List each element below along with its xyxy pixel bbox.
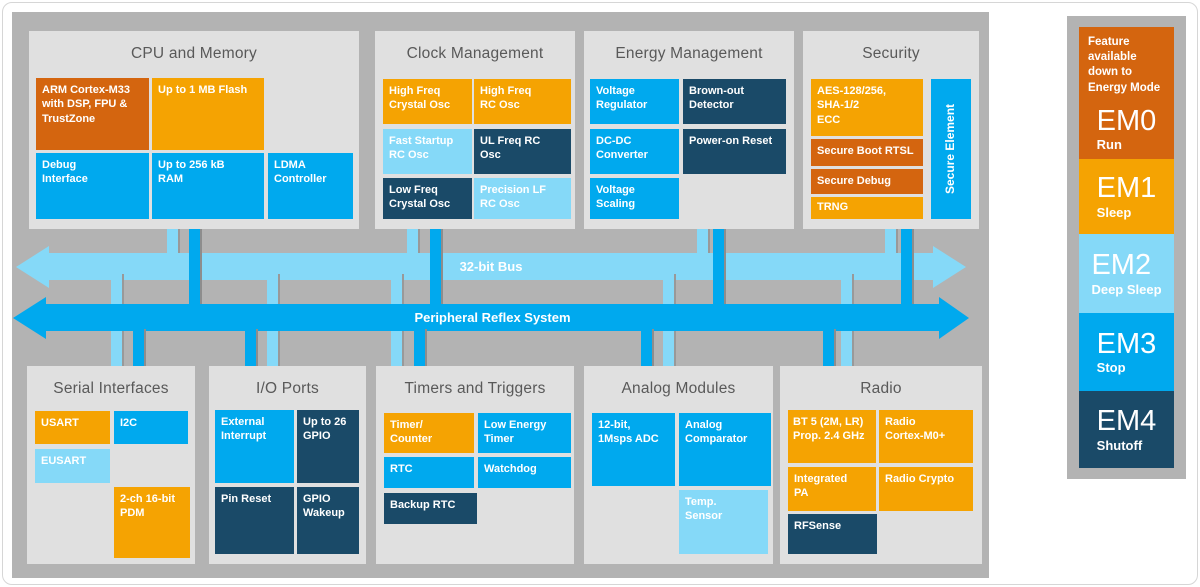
- block-flash: Up to 1 MB Flash: [152, 78, 264, 150]
- section-title: Timers and Triggers: [404, 380, 546, 397]
- block-i2c: I2C: [114, 411, 188, 444]
- block-secure-debug: Secure Debug: [811, 169, 923, 194]
- bus-peripheral-reflex-system: Peripheral Reflex System: [46, 304, 939, 331]
- section-security: Security AES-128/256, SHA-1/2 ECC Secure…: [803, 31, 979, 229]
- block-ram: Up to 256 kB RAM: [152, 153, 264, 219]
- section-io-ports: I/O Ports External Interrupt Up to 26 GP…: [209, 366, 366, 564]
- energy-mode-legend-panel: Feature available down to Energy Mode EM…: [1067, 16, 1186, 479]
- prs-right-arrowhead: [939, 297, 969, 339]
- section-title: Serial Interfaces: [53, 380, 169, 397]
- block-hf-crystal-osc: High Freq Crystal Osc: [383, 79, 472, 124]
- block-ul-freq-rc-osc: UL Freq RC Osc: [474, 129, 571, 174]
- bus-connector-bar: [430, 229, 441, 317]
- block-ldma-controller: LDMA Controller: [268, 153, 353, 219]
- section-title: Clock Management: [406, 45, 544, 62]
- block-trng: TRNG: [811, 197, 923, 219]
- block-precision-lf-rc-osc: Precision LF RC Osc: [474, 178, 571, 219]
- block-eusart: EUSART: [35, 449, 110, 483]
- block-bt5: BT 5 (2M, LR) Prop. 2.4 GHz: [788, 410, 876, 463]
- legend-em0-label: Run: [1096, 137, 1122, 153]
- legend-em3: EM3 Stop: [1079, 313, 1174, 391]
- block-radio-cortex-m0: Radio Cortex-M0+: [879, 410, 973, 463]
- bus-connector-bar: [823, 329, 834, 366]
- legend-em2: EM2 Deep Sleep: [1079, 234, 1174, 313]
- section-title: Energy Management: [615, 45, 763, 62]
- legend-em1-name: EM1: [1096, 172, 1157, 205]
- block-arm-cortex-m33: ARM Cortex-M33 with DSP, FPU & TrustZone: [36, 78, 149, 150]
- section-title: I/O Ports: [256, 380, 319, 397]
- block-secure-element: Secure Element: [931, 79, 971, 219]
- legend-em0-name: EM0: [1096, 104, 1157, 137]
- legend-em4: EM4 Shutoff: [1079, 391, 1174, 468]
- bus-connector-bar: [245, 329, 256, 366]
- legend-em2-name: EM2: [1091, 249, 1152, 282]
- bus-connector-bar: [407, 229, 418, 265]
- section-title: CPU and Memory: [131, 45, 257, 62]
- legend-em4-name: EM4: [1096, 405, 1157, 438]
- block-hf-rc-osc: High Freq RC Osc: [474, 79, 571, 124]
- legend-em1: EM1 Sleep: [1079, 159, 1174, 234]
- legend-em3-name: EM3: [1096, 327, 1157, 360]
- bus-connector-bar: [414, 329, 425, 366]
- legend-header: Feature available down to Energy Mode: [1088, 36, 1161, 94]
- section-title: Analog Modules: [621, 380, 736, 397]
- bus-connector-bar: [697, 229, 708, 265]
- block-fast-startup-rc-osc: Fast Startup RC Osc: [383, 129, 472, 174]
- legend-em4-label: Shutoff: [1096, 437, 1143, 453]
- section-analog-modules: Analog Modules 12-bit, 1Msps ADC Analog …: [584, 366, 773, 564]
- bus32-right-arrowhead: [933, 246, 966, 288]
- block-analog-comparator: Analog Comparator: [679, 413, 771, 486]
- legend-em3-label: Stop: [1096, 360, 1126, 376]
- block-power-on-reset: Power-on Reset: [683, 129, 786, 174]
- block-dcdc-converter: DC-DC Converter: [590, 129, 679, 174]
- block-timer-counter: Timer/ Counter: [384, 413, 474, 453]
- section-title: Radio: [860, 380, 902, 397]
- legend-em2-label: Deep Sleep: [1091, 281, 1162, 297]
- block-secure-boot-rtsl: Secure Boot RTSL: [811, 139, 923, 166]
- block-pin-reset: Pin Reset: [215, 487, 294, 554]
- bus32-left-arrowhead: [16, 246, 49, 288]
- block-usart: USART: [35, 411, 110, 444]
- block-gpio-wakeup: GPIO Wakeup: [297, 487, 359, 554]
- block-rfsense: RFSense: [788, 514, 877, 554]
- section-clock-management: Clock Management High Freq Crystal Osc H…: [375, 31, 575, 229]
- section-cpu-and-memory: CPU and Memory ARM Cortex-M33 with DSP, …: [29, 31, 359, 229]
- block-lf-crystal-osc: Low Freq Crystal Osc: [383, 178, 472, 219]
- block-voltage-scaling: Voltage Scaling: [590, 178, 679, 219]
- block-external-interrupt: External Interrupt: [215, 410, 294, 483]
- block-integrated-pa: Integrated PA: [788, 467, 876, 511]
- section-serial-interfaces: Serial Interfaces USART I2C EUSART 2-ch …: [27, 366, 195, 564]
- block-brown-out-detector: Brown-out Detector: [683, 79, 786, 124]
- block-adc: 12-bit, 1Msps ADC: [592, 413, 675, 486]
- bus-connector-bar: [133, 329, 144, 366]
- bus-connector-bar: [885, 229, 896, 265]
- bus-connector-bar: [641, 329, 652, 366]
- bus-connector-bar: [713, 229, 724, 317]
- block-aes-sha-ecc: AES-128/256, SHA-1/2 ECC: [811, 79, 923, 136]
- block-watchdog: Watchdog: [478, 457, 571, 488]
- block-pdm: 2-ch 16-bit PDM: [114, 487, 190, 558]
- legend-em0: Feature available down to Energy Mode EM…: [1079, 27, 1174, 159]
- section-energy-management: Energy Management Voltage Regulator Brow…: [584, 31, 794, 229]
- section-radio: Radio BT 5 (2M, LR) Prop. 2.4 GHz Radio …: [780, 366, 982, 564]
- block-radio-crypto: Radio Crypto: [879, 467, 973, 511]
- block-backup-rtc: Backup RTC: [384, 493, 477, 524]
- block-low-energy-timer: Low Energy Timer: [478, 413, 571, 453]
- section-timers-and-triggers: Timers and Triggers Timer/ Counter Low E…: [376, 366, 574, 564]
- section-title: Security: [862, 45, 920, 62]
- legend-em1-label: Sleep: [1096, 204, 1132, 220]
- block-voltage-regulator: Voltage Regulator: [590, 79, 679, 124]
- bus-connector-bar: [189, 229, 200, 317]
- energy-mode-stack: Feature available down to Energy Mode EM…: [1079, 27, 1174, 468]
- soc-block-diagram-panel: CPU and Memory ARM Cortex-M33 with DSP, …: [12, 12, 989, 578]
- bus-32bit: 32-bit Bus: [49, 253, 933, 280]
- block-temp-sensor: Temp. Sensor: [679, 490, 768, 554]
- prs-left-arrowhead: [13, 297, 46, 339]
- block-rtc: RTC: [384, 457, 474, 488]
- block-gpio: Up to 26 GPIO: [297, 410, 359, 483]
- block-debug-interface: Debug Interface: [36, 153, 149, 219]
- bus-connector-bar: [167, 229, 178, 265]
- bus-connector-bar: [901, 229, 912, 317]
